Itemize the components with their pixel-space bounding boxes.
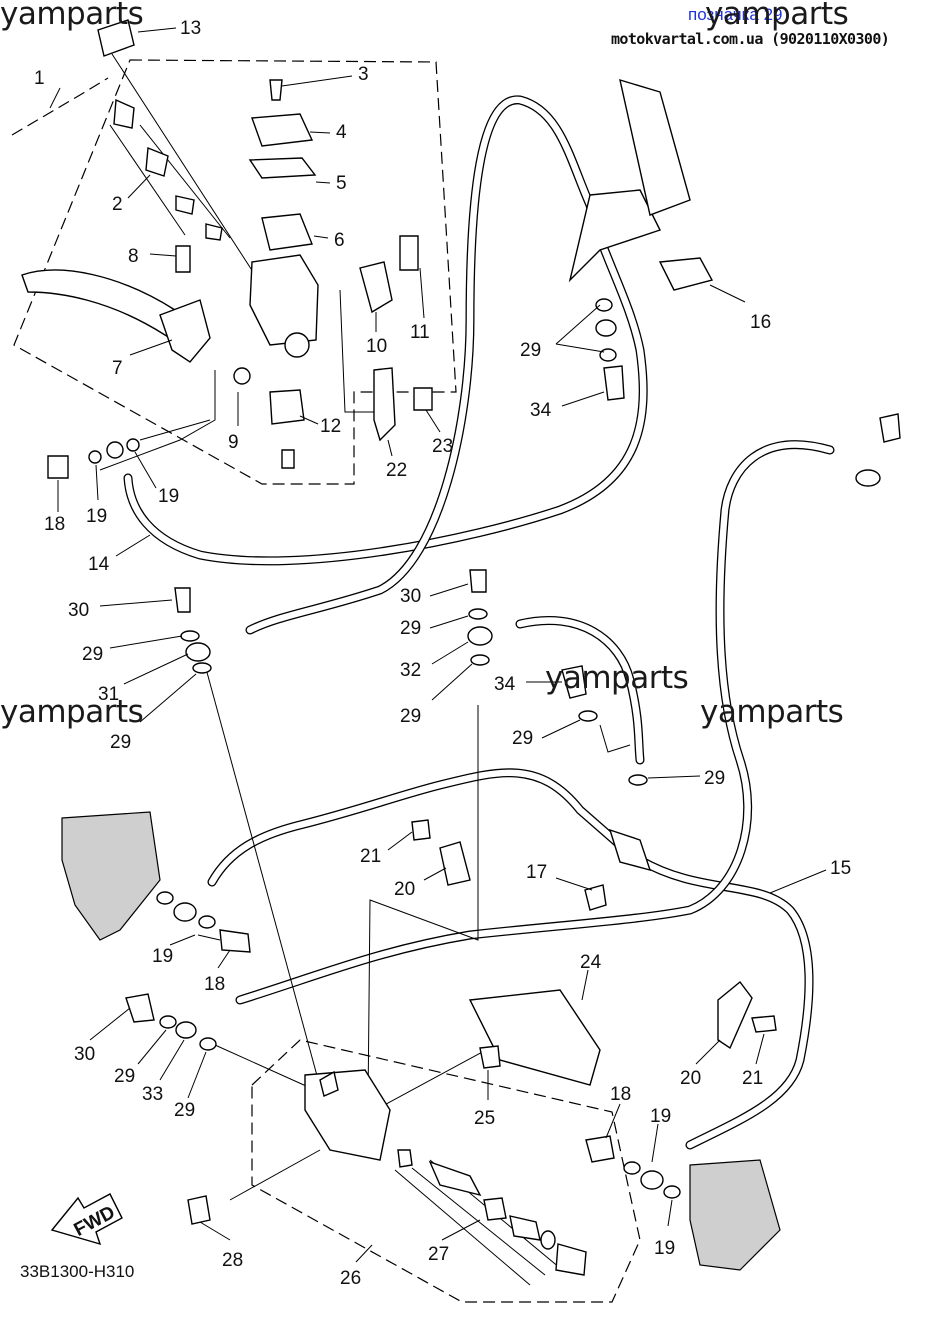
callout-18-caliper: 18 bbox=[204, 974, 225, 995]
callout-10: 10 bbox=[366, 336, 387, 357]
callout-19: 19 bbox=[86, 506, 107, 527]
watermark-3: yamparts bbox=[545, 660, 689, 696]
callout-33: 33 bbox=[142, 1084, 163, 1105]
callout-29-right-b: 29 bbox=[704, 768, 725, 789]
callout-30-bottom: 30 bbox=[74, 1044, 95, 1065]
callout-18: 18 bbox=[44, 514, 65, 535]
watermark-5: yamparts bbox=[700, 694, 844, 730]
callout-21-mid: 21 bbox=[360, 846, 381, 867]
callout-1: 1 bbox=[34, 68, 45, 89]
watermark-2: yamparts bbox=[705, 0, 849, 32]
callout-14: 14 bbox=[88, 554, 110, 575]
callout-31: 31 bbox=[98, 684, 119, 705]
callout-32: 32 bbox=[400, 660, 421, 681]
brackets-and-calipers bbox=[61, 78, 781, 1276]
callout-20-mid: 20 bbox=[394, 879, 415, 900]
callout-29-bottom-b: 29 bbox=[174, 1100, 195, 1121]
callout-4: 4 bbox=[336, 122, 347, 143]
callout-17: 17 bbox=[526, 862, 547, 883]
callout-11: 11 bbox=[410, 322, 430, 343]
callout-15: 15 bbox=[830, 858, 851, 879]
callout-19b: 19 bbox=[158, 486, 179, 507]
callout-3: 3 bbox=[358, 64, 369, 85]
callout-12: 12 bbox=[320, 416, 341, 437]
callout-24: 24 bbox=[580, 952, 602, 973]
callout-30-left: 30 bbox=[68, 600, 89, 621]
callout-7: 7 bbox=[112, 358, 123, 379]
callout-18-bottom: 18 bbox=[610, 1084, 631, 1105]
watermark-1: yamparts bbox=[0, 0, 144, 32]
assembly-outlines bbox=[11, 59, 641, 1303]
callout-27: 27 bbox=[428, 1244, 449, 1265]
callout-9: 9 bbox=[228, 432, 239, 453]
callout-19-bottom-a: 19 bbox=[650, 1106, 671, 1127]
callout-29-left-b: 29 bbox=[110, 732, 131, 753]
callout-29-mid-a: 29 bbox=[400, 618, 421, 639]
callout-29-top: 29 bbox=[520, 340, 541, 361]
callout-13: 13 bbox=[180, 18, 201, 39]
leader-lines bbox=[49, 53, 631, 1286]
callout-34-top: 34 bbox=[530, 400, 552, 421]
callout-5: 5 bbox=[336, 173, 347, 194]
callout-23: 23 bbox=[432, 436, 453, 457]
callout-2: 2 bbox=[112, 194, 123, 215]
header-link[interactable]: позначка 29 bbox=[688, 5, 783, 24]
callout-6: 6 bbox=[334, 230, 345, 251]
callout-8: 8 bbox=[128, 246, 139, 267]
fwd-arrow-icon: FWD bbox=[50, 1193, 123, 1246]
callout-34-mid: 34 bbox=[494, 674, 516, 695]
callout-29-bottom-a: 29 bbox=[114, 1066, 135, 1087]
fittings bbox=[47, 298, 901, 1199]
callout-30-mid: 30 bbox=[400, 586, 421, 607]
callout-21-bottom: 21 bbox=[742, 1068, 763, 1089]
callout-20-bottom: 20 bbox=[680, 1068, 701, 1089]
callout-19-bottom-b: 19 bbox=[654, 1238, 675, 1259]
callout-29-right-a: 29 bbox=[512, 728, 533, 749]
callout-22: 22 bbox=[386, 460, 407, 481]
callouts: 13 3 4 5 6 1 2 8 7 9 10 11 12 22 23 18 1… bbox=[34, 18, 851, 1289]
master-cylinder-assembly bbox=[21, 19, 433, 469]
callout-28: 28 bbox=[222, 1250, 243, 1271]
callout-26: 26 bbox=[340, 1268, 361, 1289]
watermark-4: yamparts bbox=[0, 694, 144, 730]
callout-16: 16 bbox=[750, 312, 771, 333]
brake-hoses bbox=[123, 95, 835, 1150]
diagram-code: 33B1300-H310 bbox=[20, 1262, 135, 1281]
callout-19-caliper: 19 bbox=[152, 946, 173, 967]
callout-25: 25 bbox=[474, 1108, 495, 1129]
source-caption: motokvartal.com.ua (9020110X0300) bbox=[611, 30, 890, 48]
callout-29-left-a: 29 bbox=[82, 644, 103, 665]
callout-29-mid-b: 29 bbox=[400, 706, 421, 727]
